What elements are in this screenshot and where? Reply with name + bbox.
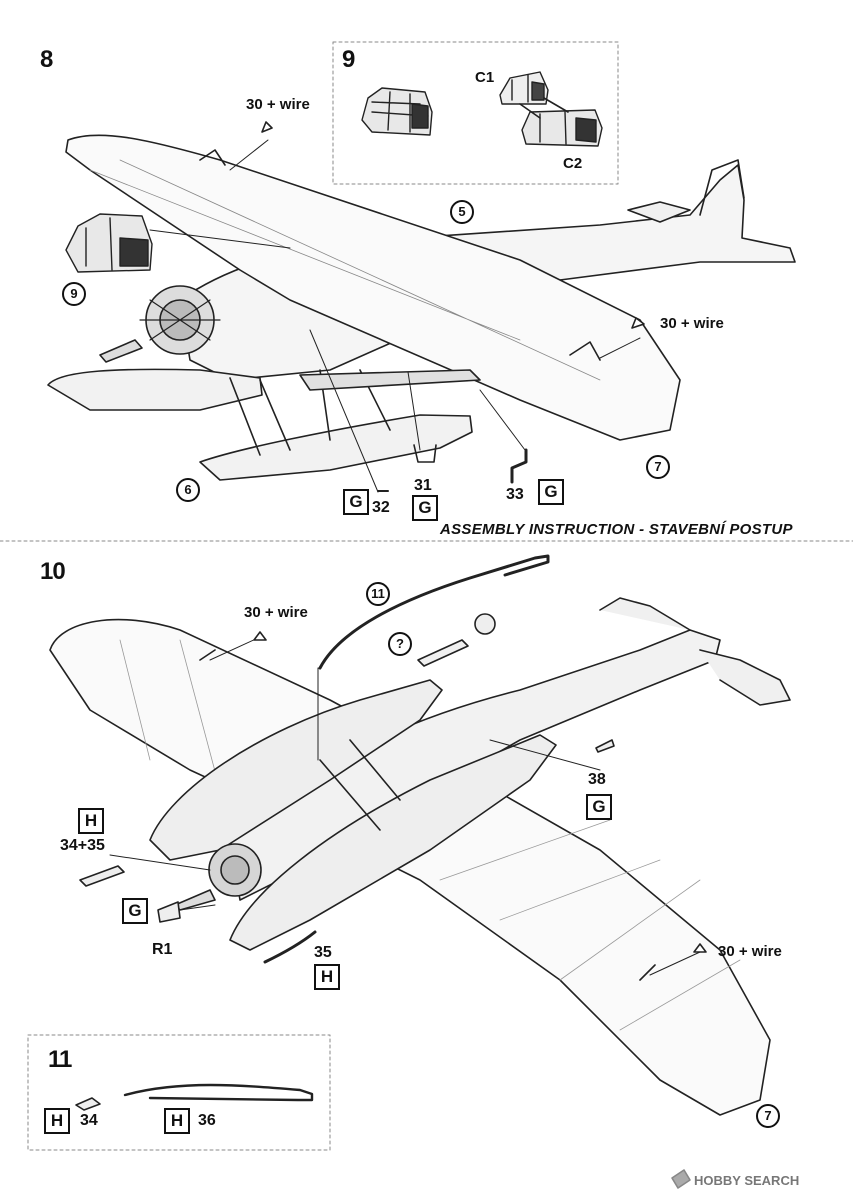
step9-frame [332, 41, 619, 185]
r1-shape [157, 901, 181, 923]
wire-label-10-top: 30 + wire [244, 604, 308, 621]
sprue-h-3435: H [78, 808, 104, 834]
sprue-g-31: G [412, 495, 438, 521]
ref-circle-11: 11 [366, 582, 390, 606]
step10-aircraft [49, 597, 791, 1116]
part-q-shape [417, 639, 469, 667]
wire-label-8-right: 30 + wire [660, 315, 724, 332]
part-36-label: 36 [198, 1112, 216, 1129]
ref-circle-7-step8: 7 [646, 455, 670, 479]
step-number-10: 10 [40, 558, 66, 585]
part-32-label: 32 [372, 499, 390, 516]
part33-shape [510, 448, 528, 484]
part-35-label: 35 [314, 944, 332, 961]
sprue-g-38: G [586, 794, 612, 820]
part11-strut [318, 554, 550, 670]
ref-circle-question: ? [388, 632, 412, 656]
part-c2-label: C2 [563, 155, 583, 172]
c-arrow [519, 97, 569, 119]
watermark-text: HOBBY SEARCH [694, 1173, 800, 1188]
step8-canopy [65, 213, 153, 273]
sprue-g-r1: G [122, 898, 148, 924]
step8-aircraft [47, 134, 796, 493]
part-3435-label: 34+35 [60, 837, 105, 854]
step11-frame [27, 1034, 331, 1151]
part3435-shape [79, 865, 125, 887]
canopy-c2 [521, 109, 603, 147]
part35-shape [263, 930, 317, 964]
part-r1-label: R1 [152, 941, 173, 958]
wire-pin-10b [693, 943, 707, 953]
sprue-h-36: H [164, 1108, 190, 1134]
part36-shape [123, 1083, 314, 1102]
ref-circle-7-step10: 7 [756, 1104, 780, 1128]
wire-label-10-right: 30 + wire [718, 943, 782, 960]
sprue-h-34: H [44, 1108, 70, 1134]
part38-shape [595, 739, 615, 753]
step-number-11: 11 [48, 1046, 72, 1073]
sprue-g-32: G [343, 489, 369, 515]
part-34-label: 34 [80, 1112, 98, 1129]
step-number-8: 8 [40, 46, 53, 73]
clear-part-circle [474, 613, 496, 635]
wire-pin-top [261, 121, 273, 133]
canopy-assembled [361, 87, 433, 136]
canopy-c1 [499, 71, 549, 105]
watermark-logo [671, 1169, 691, 1189]
sprue-h-35: H [314, 964, 340, 990]
part-33-label: 33 [506, 486, 524, 503]
page-header: ASSEMBLY INSTRUCTION - STAVEBNÍ POSTUP [440, 521, 793, 538]
wire-pin-right [631, 317, 645, 329]
sprue-g-33: G [538, 479, 564, 505]
part34-shape [75, 1097, 101, 1111]
part-38-label: 38 [588, 771, 606, 788]
wire-pin-10a [253, 631, 267, 641]
ref-circle-5: 5 [450, 200, 474, 224]
part31-shape [413, 444, 437, 463]
wire-label-8-top: 30 + wire [246, 96, 310, 113]
ref-circle-9: 9 [62, 282, 86, 306]
step-number-9: 9 [342, 46, 355, 73]
ref-circle-6: 6 [176, 478, 200, 502]
part-c1-label: C1 [475, 69, 495, 86]
part-31-label: 31 [414, 477, 432, 494]
